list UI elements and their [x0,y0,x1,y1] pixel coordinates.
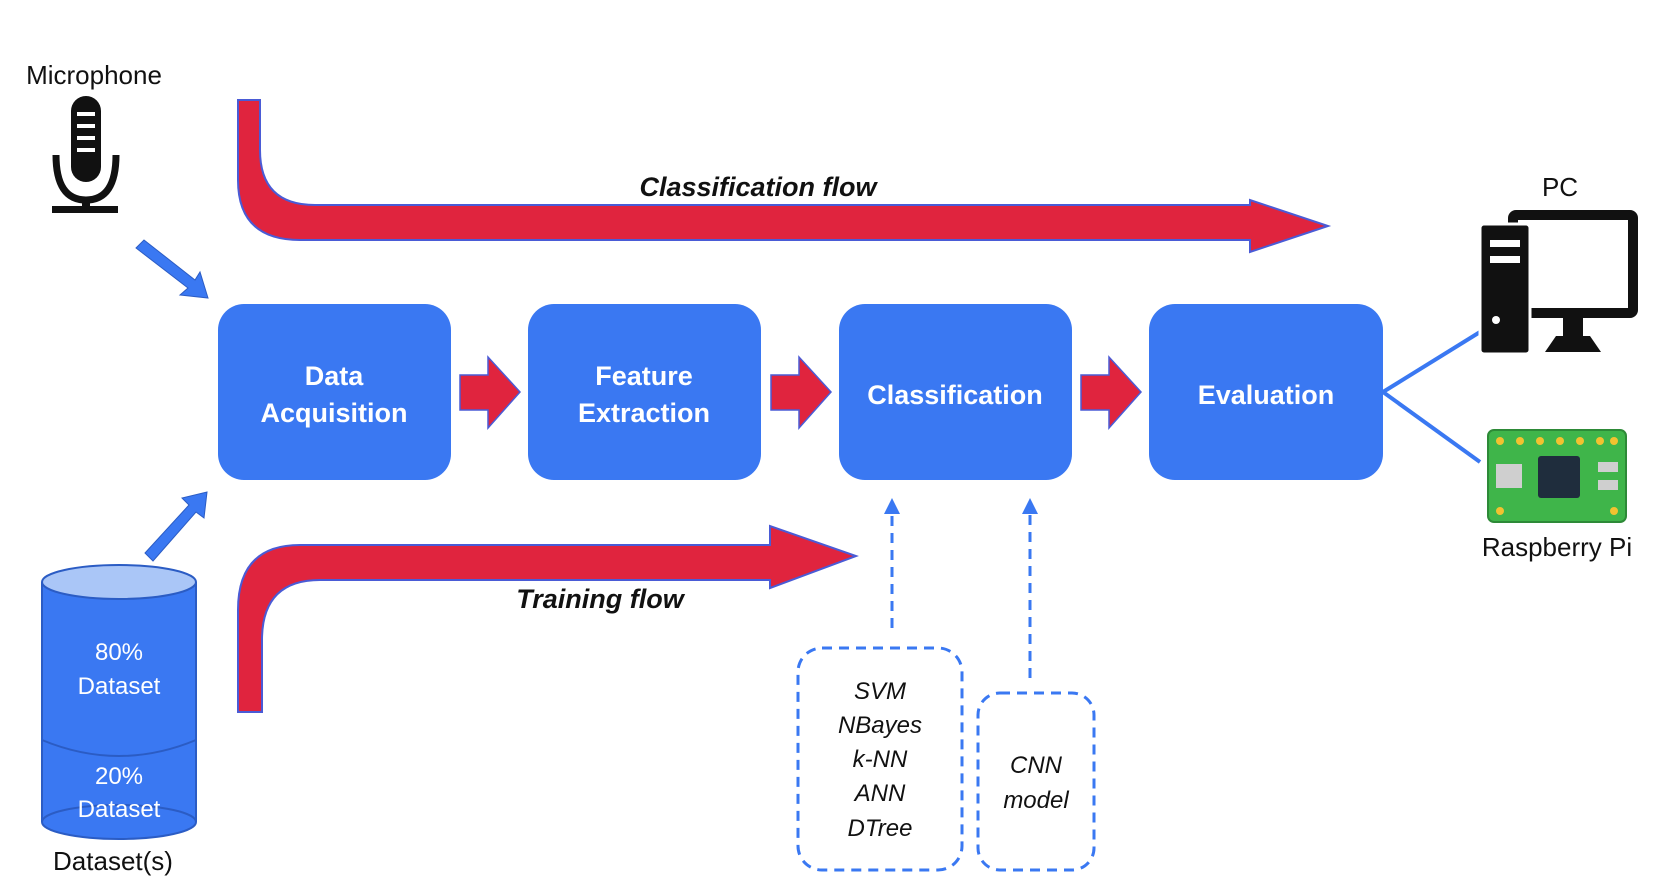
dataset-80-pct: 80% [95,639,143,666]
cnn-label-line2: model [1003,787,1069,814]
raspberry-pi-icon [1487,429,1627,523]
training-flow-label: Training flow [516,584,685,614]
dataset-20-pct: 20% [95,763,143,790]
stage-data-acquisition: Data Acquisition [218,304,451,480]
cnn-model-box: CNN model [976,691,1096,872]
methods-arrowhead [884,498,900,514]
classification-flow-arrow [237,99,1332,254]
method-dtree: DTree [848,815,913,842]
stage-classification: Classification [839,304,1072,480]
connector-to-pc [1381,330,1482,394]
method-svm: SVM [854,678,906,705]
microphone-label: Microphone [26,60,162,90]
cnn-label-line1: CNN [1010,752,1063,779]
arrow-class-to-eval [1080,355,1143,430]
datasets-label: Dataset(s) [53,846,173,876]
stage-data-acquisition-line2: Acquisition [261,398,408,428]
classic-methods-box: SVM NBayes k-NN ANN DTree [796,646,964,872]
classification-flow-label: Classification flow [639,172,878,202]
method-ann: ANN [853,780,906,807]
raspberry-pi-label: Raspberry Pi [1482,532,1632,562]
stage-classification-label: Classification [867,380,1043,410]
dataset-20-label: Dataset [78,796,161,823]
pc-icon [1478,210,1638,356]
stage-data-acquisition-line1: Data [305,361,365,391]
arrow-feat-to-class [770,355,833,430]
dataset-80-label: Dataset [78,673,161,700]
microphone-icon [52,96,120,213]
stage-feature-extraction-line1: Feature [595,361,693,391]
mic-input-arrow [135,239,209,299]
cnn-arrowhead [1022,498,1038,514]
arrow-acq-to-feat [459,355,522,430]
method-nbayes: NBayes [838,712,922,739]
connector-to-raspberry-pi [1381,390,1482,464]
stage-evaluation: Evaluation [1149,304,1383,480]
stage-feature-extraction: Feature Extraction [528,304,761,480]
database-icon [41,564,197,840]
stage-feature-extraction-line2: Extraction [578,398,710,428]
stage-evaluation-label: Evaluation [1198,380,1335,410]
dataset-input-arrow [144,491,208,562]
training-flow-arrow [237,524,859,713]
pc-label: PC [1542,172,1578,202]
method-knn: k-NN [853,746,908,773]
